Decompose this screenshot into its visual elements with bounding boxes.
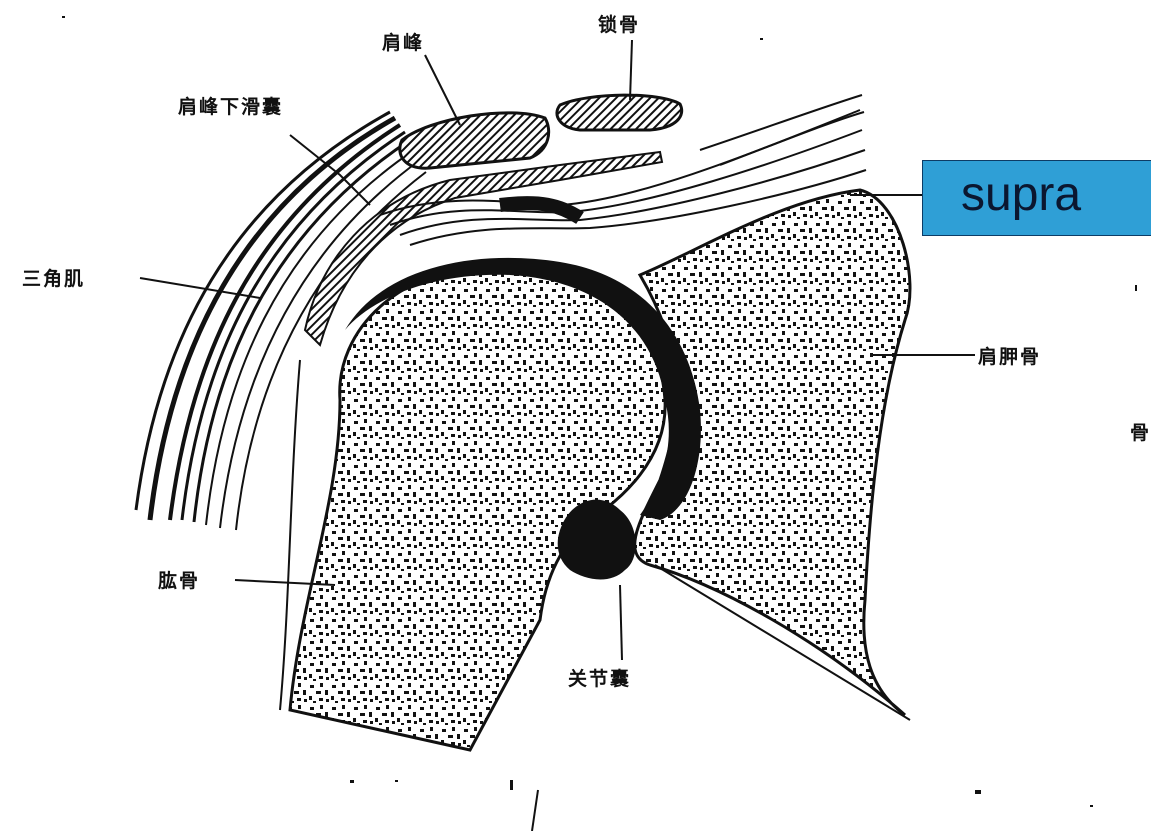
label-joint-capsule: 关节囊: [568, 664, 631, 691]
label-acromion: 肩峰: [382, 28, 424, 55]
label-subacromial-bursa: 肩峰下滑囊: [178, 92, 283, 119]
label-deltoid: 三角肌: [22, 264, 85, 291]
label-edge-fragment: 骨: [1130, 418, 1151, 445]
callout-text: supra: [961, 167, 1081, 222]
supraspinatus-callout-box: supra: [922, 160, 1151, 236]
label-humerus: 肱骨: [158, 566, 200, 593]
label-clavicle: 锁骨: [598, 10, 640, 37]
label-scapula: 肩胛骨: [978, 342, 1041, 369]
acromion-bone: [400, 113, 549, 168]
clavicle-bone: [557, 95, 682, 130]
